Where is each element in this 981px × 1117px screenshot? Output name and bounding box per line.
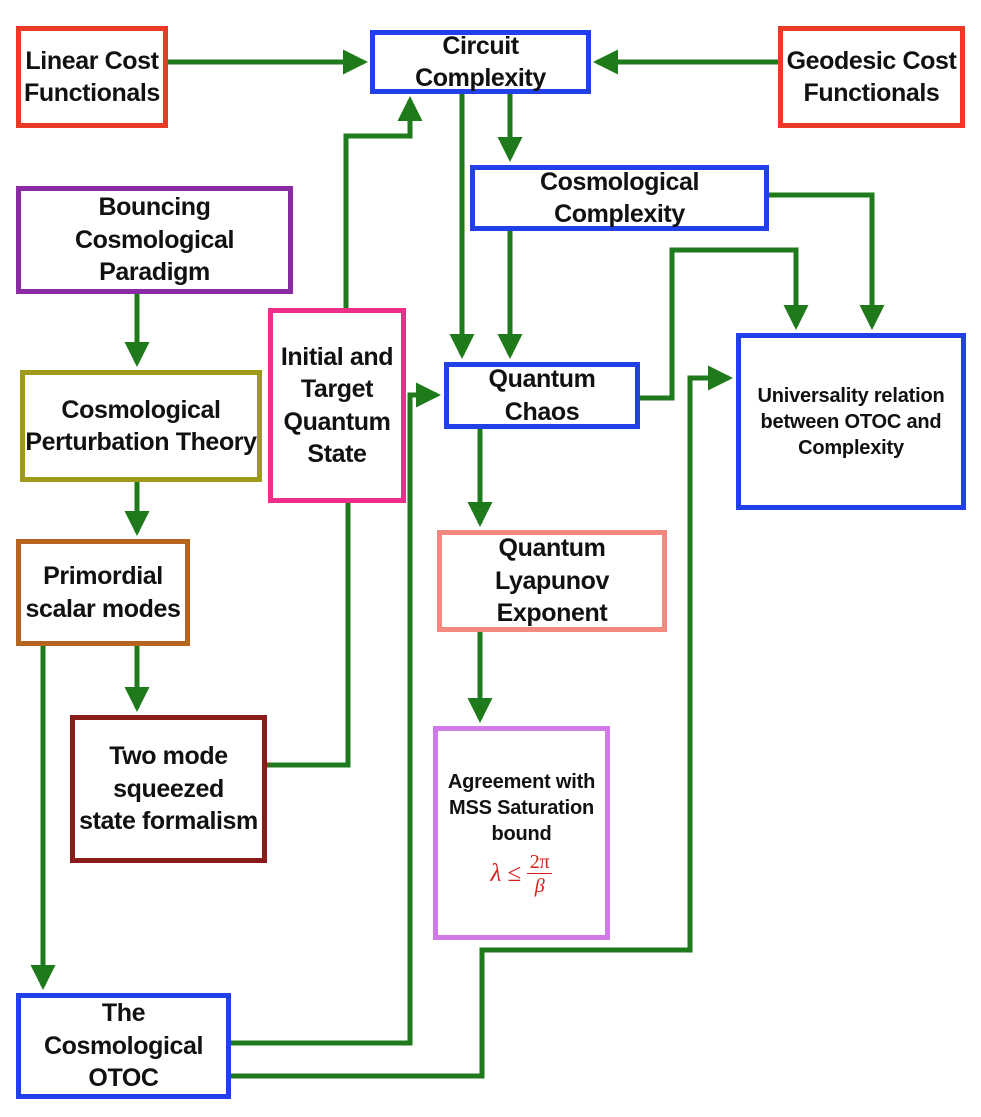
quantum-chaos-label: Quantum Chaos xyxy=(488,365,596,426)
linear-cost-functionals-label: Linear Cost Functionals xyxy=(24,46,160,108)
agreement-mss-bound-label: Agreement with MSS Saturation bound xyxy=(447,770,596,845)
agreement-mss-bound-box: Agreement with MSS Saturation bound λ ≤ … xyxy=(433,726,610,940)
cosmological-otoc-box: The Cosmological OTOC xyxy=(16,993,231,1099)
formula-fraction: 2π β xyxy=(526,851,553,898)
initial-target-quantum-state-box: Initial and Target Quantum State xyxy=(268,308,406,503)
formula-denominator: β xyxy=(534,874,545,897)
cosmological-complexity-box: Cosmological Complexity xyxy=(470,165,769,231)
two-mode-squeezed-state-label: Two mode squeezed state formalism xyxy=(79,742,258,836)
primordial-scalar-modes-label: Primordial scalar modes xyxy=(25,562,181,623)
universality-relation-label: Universality relation between OTOC and C… xyxy=(757,384,945,459)
mss-bound-formula: λ ≤ 2π β xyxy=(491,851,553,898)
geodesic-cost-functionals-box: Geodesic Cost Functionals xyxy=(778,26,965,128)
formula-lhs: λ ≤ xyxy=(490,859,521,887)
arrow-cosmo-complexity-to-universality xyxy=(769,192,885,331)
arrow-chaos-to-universality xyxy=(640,247,809,401)
two-mode-squeezed-state-box: Two mode squeezed state formalism xyxy=(70,715,267,863)
circuit-complexity-box: Circuit Complexity xyxy=(370,30,591,94)
formula-numerator: 2π xyxy=(526,851,553,874)
quantum-chaos-box: Quantum Chaos xyxy=(444,362,640,429)
cosmological-perturbation-theory-box: Cosmological Perturbation Theory xyxy=(20,370,262,482)
line-two-mode-to-initial xyxy=(267,503,351,768)
linear-cost-functionals-box: Linear Cost Functionals xyxy=(16,26,168,128)
initial-target-quantum-state-label: Initial and Target Quantum State xyxy=(280,342,394,469)
arrow-initial-to-circuit xyxy=(343,95,423,308)
bouncing-cosmological-paradigm-box: Bouncing Cosmological Paradigm xyxy=(16,186,293,294)
quantum-lyapunov-exponent-box: Quantum Lyapunov Exponent xyxy=(437,530,667,632)
circuit-complexity-label: Circuit Complexity xyxy=(415,31,546,93)
cosmological-perturbation-theory-label: Cosmological Perturbation Theory xyxy=(25,395,257,457)
cosmological-otoc-label: The Cosmological OTOC xyxy=(43,999,204,1093)
arrow-otoc-to-universality xyxy=(231,365,734,1079)
quantum-lyapunov-exponent-label: Quantum Lyapunov Exponent xyxy=(495,534,609,628)
arrow-otoc-to-chaos xyxy=(231,382,442,1046)
bouncing-cosmological-paradigm-label: Bouncing Cosmological Paradigm xyxy=(74,193,235,287)
geodesic-cost-functionals-label: Geodesic Cost Functionals xyxy=(786,46,957,108)
universality-relation-box: Universality relation between OTOC and C… xyxy=(736,333,966,510)
primordial-scalar-modes-box: Primordial scalar modes xyxy=(16,539,190,646)
cosmological-complexity-label: Cosmological Complexity xyxy=(539,167,700,229)
